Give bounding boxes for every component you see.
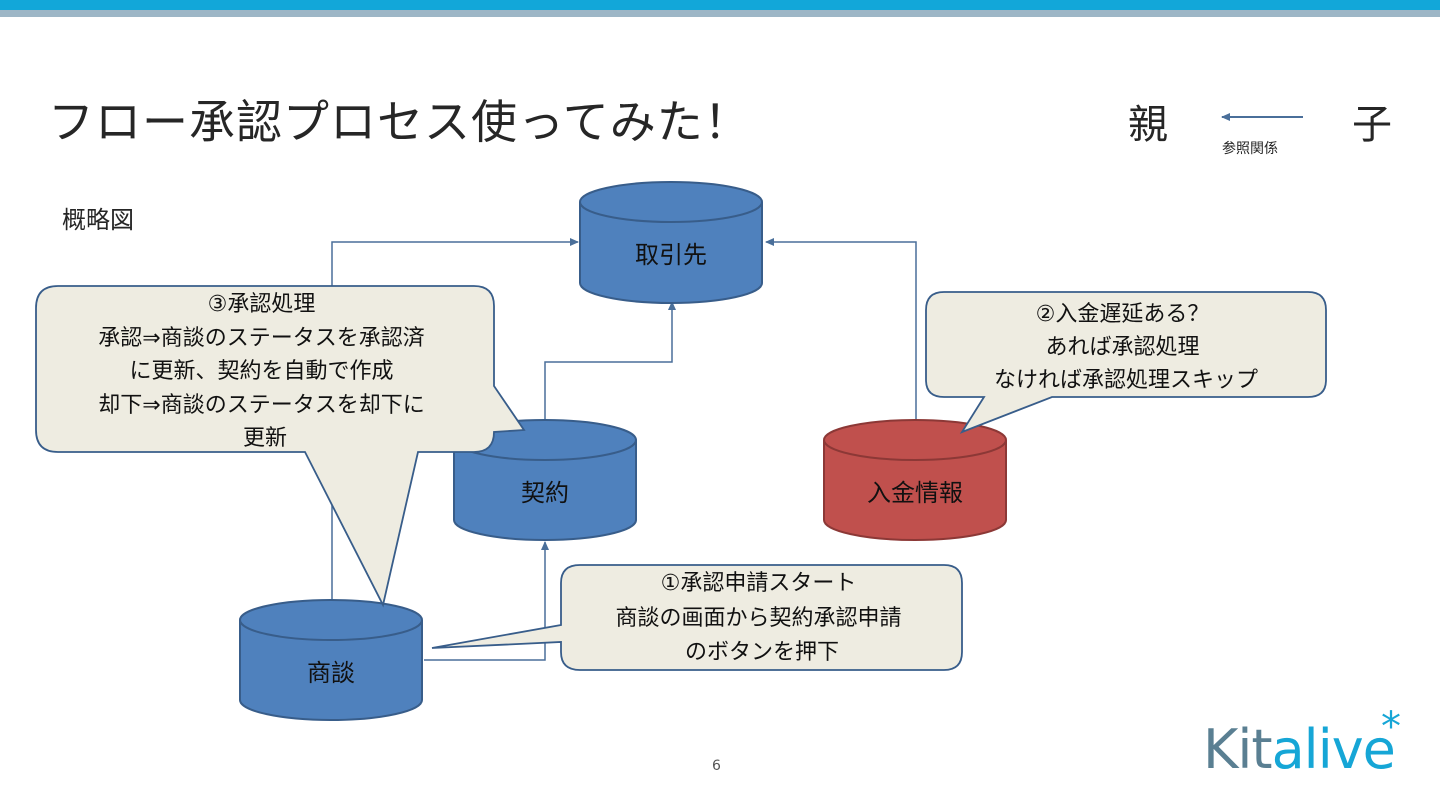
callout-step2-text: ②入金遅延ある？ あれば承認処理 なければ承認処理スキップ (994, 302, 1258, 393)
callout-step1-line-1: ①承認申請スタート (661, 571, 857, 596)
node-torihikisaki: 取引先 (579, 181, 763, 304)
connector-shodan-to-keiyaku (424, 541, 549, 661)
kitalive-logo: Kitalive * (1203, 704, 1401, 781)
legend-parent-label: 親 (1128, 102, 1168, 148)
logo-text-kit: Kit (1203, 718, 1273, 781)
page-number: 6 (712, 758, 721, 774)
callout-step1 (431, 564, 963, 671)
callout-step2-line-3: なければ承認処理スキップ (994, 368, 1258, 393)
node-label-shodan: 商談 (307, 659, 355, 687)
legend-caption: 参照関係 (1222, 141, 1278, 157)
node-label-torihikisaki: 取引先 (635, 241, 707, 269)
top-accent-bar-secondary (0, 10, 1440, 17)
diagram-subtitle: 概略図 (62, 206, 134, 234)
callout-step3 (35, 285, 526, 608)
callout-step3-text: ③承認処理 承認⇒商談のステータスを承認済 に更新、契約を自動で作成 却下⇒商談… (98, 292, 431, 451)
legend-child-label: 子 (1352, 102, 1392, 148)
callout-step1-line-2: 商談の画面から契約承認申請 (615, 606, 901, 631)
callout-step3-line-1: ③承認処理 (208, 292, 316, 317)
callout-step3-line-4: 却下⇒商談のステータスを却下に (98, 393, 424, 418)
node-label-keiyaku: 契約 (521, 479, 569, 507)
node-nyukin-joho: 入金情報 (823, 419, 1007, 541)
callout-step1-line-3: のボタンを押下 (685, 640, 839, 665)
logo-asterisk-icon: * (1381, 704, 1401, 750)
callout-step2-line-2: あれば承認処理 (1045, 335, 1199, 360)
callout-step3-line-3: に更新、契約を自動で作成 (129, 359, 393, 384)
callout-step2-line-1: ②入金遅延ある？ (1036, 302, 1210, 327)
callout-step1-text: ①承認申請スタート 商談の画面から契約承認申請 のボタンを押下 (615, 571, 908, 665)
callout-step3-line-5: 更新 (243, 426, 287, 451)
node-shodan: 商談 (239, 599, 423, 721)
connector-nyukin-to-torihikisaki (765, 238, 917, 432)
connector-keiyaku-to-torihikisaki (544, 301, 676, 432)
top-accent-bar (0, 0, 1440, 10)
node-keiyaku: 契約 (453, 419, 637, 541)
callout-step2 (925, 291, 1327, 434)
logo-text-alive: alive (1271, 718, 1396, 781)
node-label-nyukin-joho: 入金情報 (867, 479, 963, 507)
callout-step3-line-2: 承認⇒商談のステータスを承認済 (98, 326, 424, 351)
slide-title: フロー承認プロセス使ってみた！ (48, 95, 751, 149)
